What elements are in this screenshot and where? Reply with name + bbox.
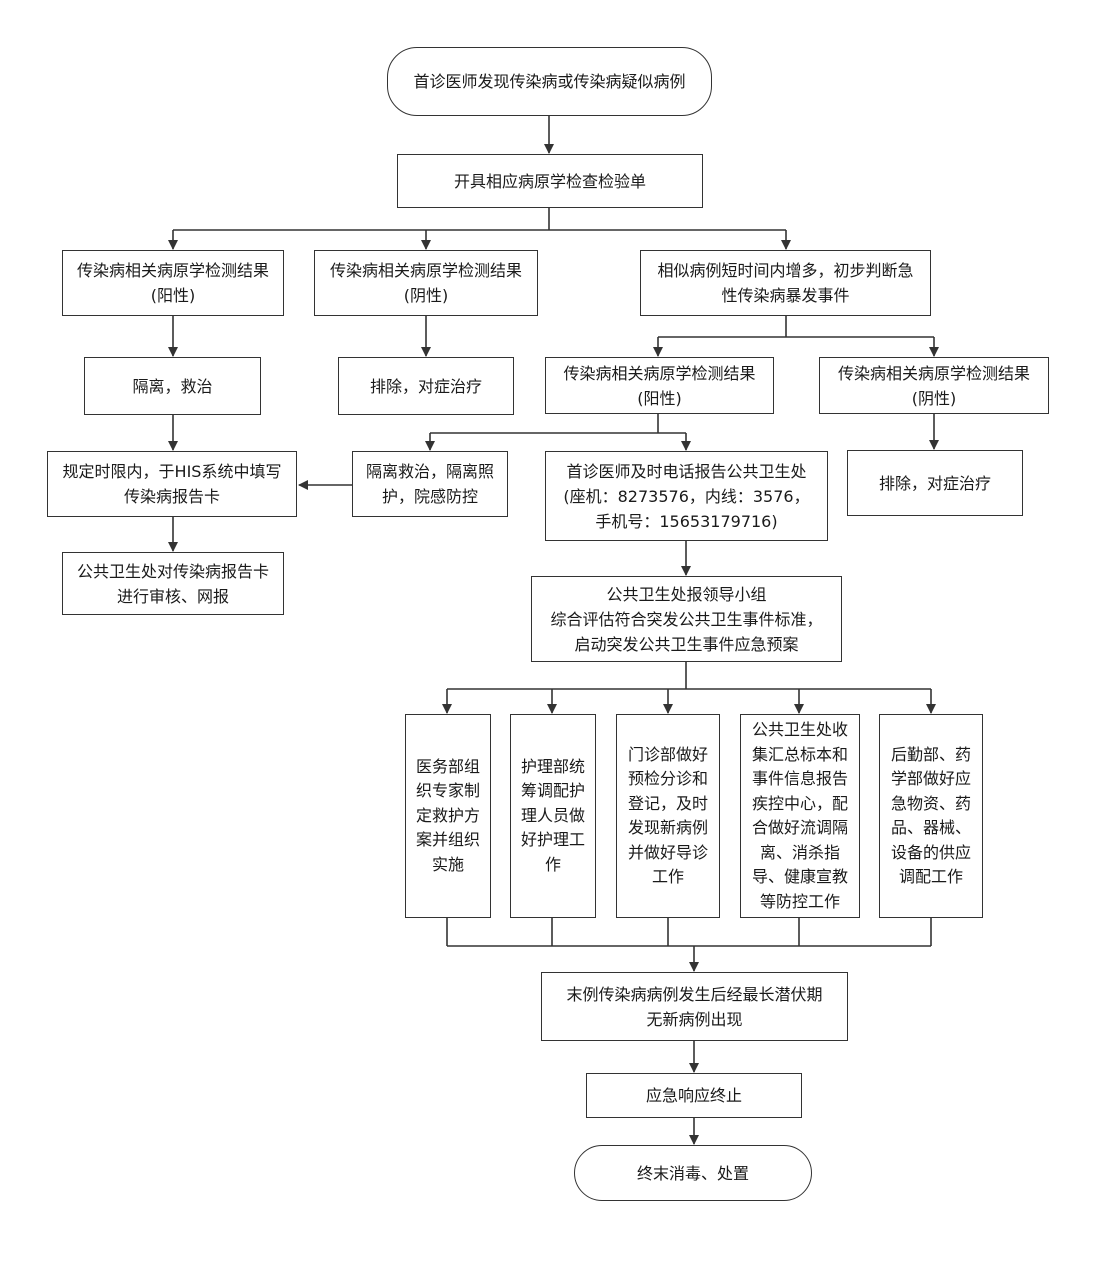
exclude-treat-box-2: 排除，对症治疗 <box>847 450 1023 516</box>
result-positive-box-2: 传染病相关病原学检测结果 (阳性) <box>545 357 774 414</box>
result-negative-box-1: 传染病相关病原学检测结果 (阴性) <box>314 250 538 316</box>
dept-outpatient-box: 门诊部做好 预检分诊和 登记，及时 发现新病例 并做好导诊 工作 <box>616 714 720 918</box>
audit-report-box: 公共卫生处对传染病报告卡 进行审核、网报 <box>62 552 284 615</box>
dept-public-health-box: 公共卫生处收 集汇总标本和 事件信息报告 疾控中心，配 合做好流调隔 离、消杀指… <box>740 714 860 918</box>
result-negative-box-2: 传染病相关病原学检测结果 (阴性) <box>819 357 1049 414</box>
order-test-box: 开具相应病原学检查检验单 <box>397 154 703 208</box>
dept-nursing-box: 护理部统 筹调配护 理人员做 好护理工 作 <box>510 714 596 918</box>
end-node: 终末消毒、处置 <box>574 1145 812 1201</box>
isolate-treat-box: 隔离，救治 <box>84 357 261 415</box>
outbreak-box: 相似病例短时间内增多，初步判断急 性传染病暴发事件 <box>640 250 931 316</box>
result-positive-box-1: 传染病相关病原学检测结果 (阳性) <box>62 250 284 316</box>
exclude-treat-box-1: 排除，对症治疗 <box>338 357 514 415</box>
dept-logistics-box: 后勤部、药 学部做好应 急物资、药 品、器械、 设备的供应 调配工作 <box>879 714 983 918</box>
phone-report-box: 首诊医师及时电话报告公共卫生处 (座机：8273576，内线：3576， 手机号… <box>545 451 828 541</box>
leader-group-box: 公共卫生处报领导小组 综合评估符合突发公共卫生事件标准， 启动突发公共卫生事件应… <box>531 576 842 662</box>
dept-medical-box: 医务部组 织专家制 定救护方 案并组织 实施 <box>405 714 491 918</box>
incubation-box: 末例传染病病例发生后经最长潜伏期 无新病例出现 <box>541 972 848 1041</box>
start-node: 首诊医师发现传染病或传染病疑似病例 <box>387 47 712 116</box>
report-card-box: 规定时限内，于HIS系统中填写 传染病报告卡 <box>47 451 297 517</box>
terminate-box: 应急响应终止 <box>586 1073 802 1118</box>
isolate-care-box: 隔离救治，隔离照 护，院感防控 <box>352 451 508 517</box>
